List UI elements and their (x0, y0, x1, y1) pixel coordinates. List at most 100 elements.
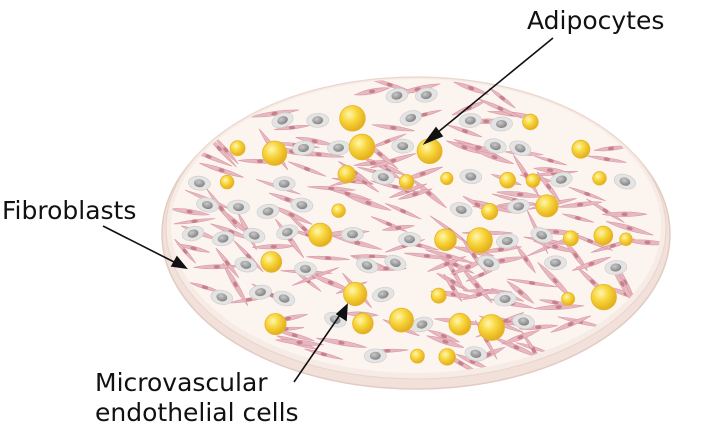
endothelial-cell (509, 140, 532, 157)
endothelial-cell (356, 257, 379, 274)
endothelial-cell (372, 286, 395, 303)
fibroblast-cell (370, 153, 417, 169)
fibroblast-cell (287, 161, 327, 177)
fibroblast-cell (397, 188, 433, 200)
adipocyte-cell (478, 314, 505, 341)
fibroblast-cell (536, 171, 561, 202)
adipocyte-cell (592, 171, 607, 186)
fibroblast-cell (447, 124, 483, 138)
fibroblast-cell (501, 329, 540, 345)
endothelial-cell (272, 176, 296, 192)
endothelial-cell (398, 231, 421, 247)
fibroblasts-pointer (102, 225, 179, 265)
adipocyte-cell (563, 230, 579, 247)
fibroblast-cell (533, 304, 585, 311)
endothelial-cell (384, 254, 407, 271)
fibroblast-cell (316, 337, 367, 348)
endothelial-cell (256, 203, 280, 219)
endothelial-pointer (293, 311, 343, 383)
endothelial-cell (530, 227, 553, 244)
adipocyte-cell (409, 348, 425, 364)
fibroblast-cell (368, 133, 407, 150)
fibroblast-cell (489, 87, 516, 109)
endothelial-cell (372, 169, 395, 185)
adipocyte-cell (331, 203, 346, 218)
endothelial-cell (210, 289, 234, 305)
adipocyte-cell (448, 312, 472, 336)
fibroblast-cell (534, 155, 567, 166)
fibroblasts-label: Fibroblasts (2, 196, 137, 225)
fibroblast-cell (602, 211, 648, 217)
fibroblast-cell (605, 221, 654, 236)
fibroblast-cell (382, 225, 415, 231)
fibroblast-cell (571, 256, 611, 271)
fibroblast-cell (215, 247, 240, 279)
adipocyte-cell (260, 251, 283, 273)
adipocytes-label: Adipocytes (527, 6, 665, 35)
endothelial-cell (196, 197, 219, 213)
fibroblast-cell (557, 201, 603, 208)
adipocyte-cell (499, 171, 517, 189)
fibroblast-cell (174, 238, 196, 264)
adipocyte-cell (229, 140, 246, 157)
fibroblast-cell (249, 109, 299, 118)
endothelial-cell (464, 346, 488, 362)
fibroblast-cell (586, 198, 625, 223)
adipocyte-cell (337, 165, 356, 184)
endothelial-cell (458, 113, 482, 128)
endothelial-cell (271, 112, 294, 129)
endothelial-layer (181, 87, 636, 364)
adipocyte-cell (438, 348, 456, 366)
endothelial-cell (410, 316, 434, 333)
fibroblast-cell (443, 273, 463, 302)
endothelial-cell (181, 225, 205, 242)
adipocyte-cell (308, 222, 333, 247)
endothelial-cell (227, 199, 250, 215)
endothelial-cell (363, 348, 387, 364)
fibroblast-cell (171, 208, 210, 216)
endothelial-cell (385, 88, 409, 104)
endothelial-cell (273, 290, 296, 307)
endothelial-arrowhead (335, 303, 348, 322)
fibroblast-cell (550, 315, 591, 333)
fibroblast-cell (427, 329, 461, 343)
leader-lines (102, 37, 554, 383)
adipocyte-cell (593, 225, 614, 246)
endothelial-cell (544, 255, 567, 271)
adipocyte-cell (430, 287, 447, 304)
fibroblast-cell (274, 329, 315, 342)
adipocytes-pointer (431, 37, 554, 138)
fibroblast-cell (307, 186, 356, 191)
endothelial-cell (306, 112, 330, 128)
adipocyte-cell (535, 194, 559, 218)
endothelial-cell (450, 202, 473, 218)
fibroblast-cell (506, 280, 535, 304)
adipocyte-cell (590, 283, 617, 311)
fibroblast-cell (424, 249, 473, 264)
endothelial-cell (399, 110, 422, 126)
fibroblast-cell (568, 186, 606, 202)
adipocyte-cell (561, 291, 575, 306)
cell-population (171, 79, 661, 373)
endothelial-cell (391, 138, 415, 154)
adipocyte-cell (339, 105, 366, 132)
fibroblast-cell (532, 167, 568, 174)
endothelial-cell (234, 257, 257, 273)
adipocyte-cell (219, 174, 235, 190)
endothelial-cell (484, 138, 507, 154)
endothelial-cell (211, 231, 235, 247)
adipocyte-cell (348, 133, 376, 161)
microvascular-endothelial-label: Microvascular endothelial cells (95, 368, 299, 428)
endothelial-cell (292, 140, 315, 156)
adipocyte-cell (343, 281, 368, 307)
fibroblast-cell (306, 255, 350, 261)
fibroblast-cell (222, 262, 249, 307)
fibroblast-cell (177, 243, 211, 253)
endothelial-cell (341, 226, 364, 242)
fibroblast-cell (453, 81, 489, 95)
adipocyte-cell (398, 174, 415, 190)
fibroblast-cell (475, 150, 514, 165)
fibroblast-cell (275, 339, 324, 346)
fibroblast-cell (539, 299, 572, 306)
